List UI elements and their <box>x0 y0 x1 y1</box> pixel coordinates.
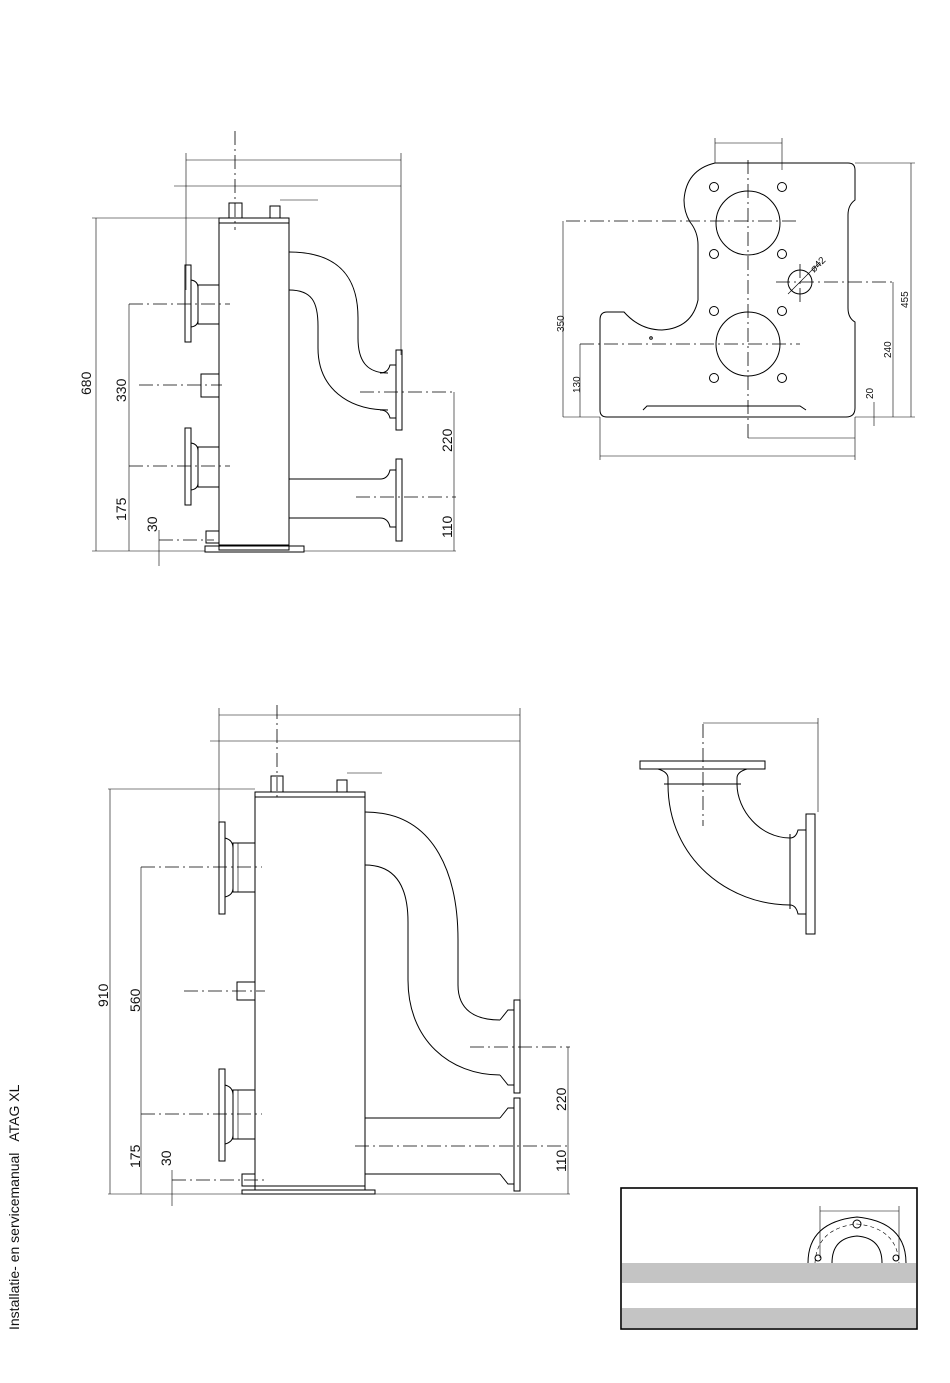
dim-30: 30 <box>158 1150 174 1166</box>
elbow-outer <box>668 784 790 905</box>
inlet-flange-upper <box>219 822 255 914</box>
dim-220: 220 <box>553 1087 569 1111</box>
bolt-hole <box>778 374 787 383</box>
bolt-hole <box>710 183 719 192</box>
top-nipple <box>337 780 347 792</box>
drain-nipple <box>206 531 219 543</box>
gray-band <box>622 1308 916 1328</box>
dim-240: 240 <box>883 341 894 358</box>
bend-pipe-outer <box>289 252 388 373</box>
top-front-view <box>92 131 456 566</box>
manual-title: Installatie- en servicemanual <box>6 1153 22 1330</box>
flange-detail-inner <box>832 1236 882 1263</box>
top-nipple <box>270 206 280 218</box>
bolt-hole <box>710 307 719 316</box>
dim-350: 350 <box>556 315 567 332</box>
elbow-view <box>640 718 818 934</box>
dim-560: 560 <box>127 988 143 1012</box>
outlet-flange-lower <box>500 1098 520 1191</box>
bend-pipe-outer <box>365 812 500 1020</box>
dim-20: 20 <box>865 387 876 399</box>
bolt-hole <box>710 374 719 383</box>
elbow-inner <box>737 784 790 838</box>
dim-910: 910 <box>95 983 111 1007</box>
dim-110: 110 <box>553 1149 569 1172</box>
base-plate <box>242 1190 375 1194</box>
elbow-flange-top <box>640 761 765 769</box>
dim-175: 175 <box>127 1144 143 1168</box>
bolt-hole <box>710 250 719 259</box>
bottom-front-view <box>108 705 570 1206</box>
vessel-body <box>255 792 365 1190</box>
dim-680: 680 <box>78 371 94 395</box>
dim-hole-42: ø42 <box>808 255 828 275</box>
model-name: ATAG XL <box>6 1085 22 1142</box>
dim-30: 30 <box>144 516 160 532</box>
bolt-hole <box>778 183 787 192</box>
side-nipple <box>201 374 219 397</box>
detail-box <box>621 1188 917 1329</box>
dim-110: 110 <box>439 515 455 538</box>
mounting-plate-view <box>563 138 915 460</box>
plate-outline <box>600 163 855 417</box>
manual-caption: Installatie- en servicemanual ATAG XL <box>6 1085 22 1330</box>
dim-220: 220 <box>439 428 455 452</box>
bolt-hole <box>893 1255 899 1261</box>
dim-175: 175 <box>113 497 129 521</box>
outlet-flange-upper <box>380 350 402 430</box>
vessel-body <box>219 218 289 550</box>
inlet-flange-lower <box>185 428 219 505</box>
inlet-flange-upper <box>185 265 219 342</box>
bolt-hole <box>778 307 787 316</box>
gray-band <box>622 1263 916 1283</box>
top-nipple <box>229 203 242 218</box>
dim-130: 130 <box>572 376 583 393</box>
dim-455: 455 <box>900 291 911 308</box>
inlet-flange-lower <box>219 1069 255 1161</box>
bolt-hole <box>778 250 787 259</box>
outlet-flange-lower <box>380 459 402 541</box>
dim-330: 330 <box>113 378 129 402</box>
elbow-flange-side <box>806 814 815 934</box>
outlet-flange-upper <box>500 1000 520 1093</box>
bend-pipe-inner <box>365 865 500 1075</box>
